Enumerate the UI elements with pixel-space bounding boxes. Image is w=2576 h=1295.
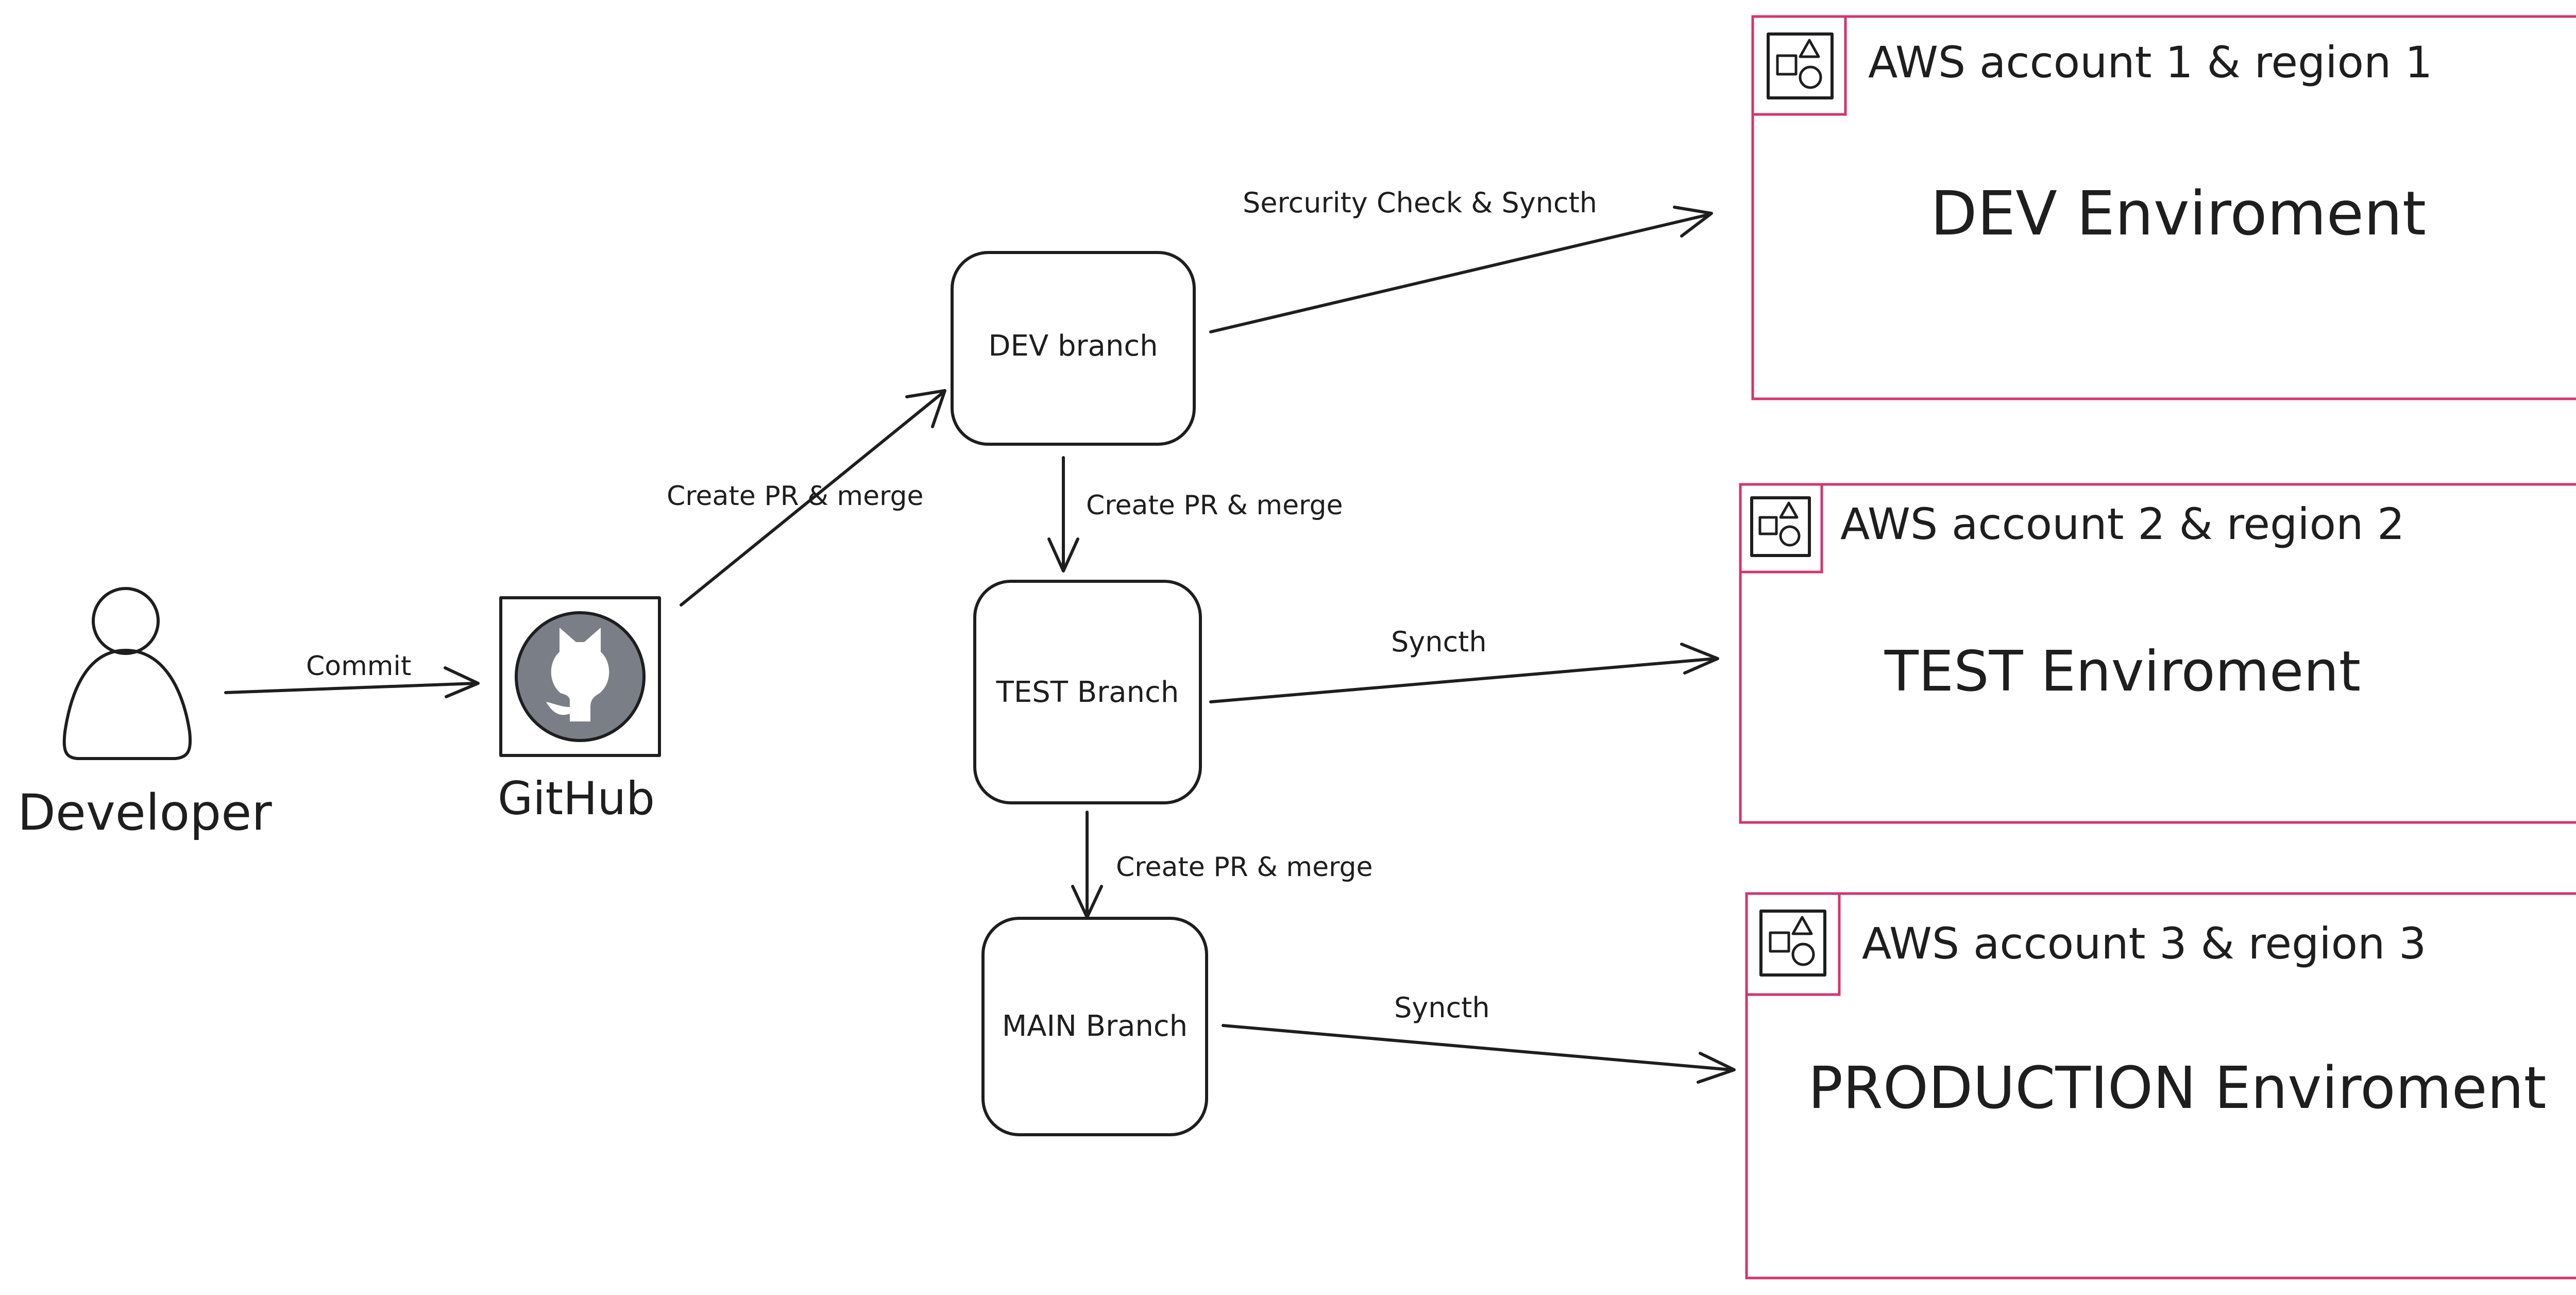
edge-dev-deploy: Sercurity Check & Syncth [1209,187,1713,333]
edge-label: Syncth [1391,626,1487,658]
test-branch-node: TEST Branch [973,580,1202,804]
edge-label: Sercurity Check & Syncth [1243,187,1597,219]
developer-node: Developer [18,587,272,842]
environment-account-label: AWS account 3 & region 3 [1862,918,2426,969]
environment-name-label: DEV Enviroment [1930,178,2426,249]
environment-dev: AWS account 1 & region 1 DEV Enviroment [1751,15,2576,400]
edge-label: Create PR & merge [667,481,924,512]
github-icon [515,611,646,742]
environment-account-label: AWS account 2 & region 2 [1840,499,2404,549]
edge-commit: Commit [224,651,480,698]
edge-github-to-dev: Create PR & merge [667,389,946,607]
environment-name-label: TEST Enviroment [1884,640,2361,704]
person-icon [62,587,192,760]
environment-account-label: AWS account 1 & region 1 [1868,37,2432,88]
environment-name-label: PRODUCTION Enviroment [1808,1055,2546,1122]
main-branch-label: MAIN Branch [1002,1010,1188,1043]
aws-account-icon [1767,32,1834,99]
edge-label: Create PR & merge [1116,852,1373,883]
dev-branch-node: DEV branch [951,251,1196,446]
edge-label: Commit [306,651,411,682]
edge-test-to-main: Create PR & merge [1071,811,1373,919]
test-branch-label: TEST Branch [996,676,1179,709]
edge-test-deploy: Syncth [1209,626,1719,703]
aws-account-icon [1759,910,1826,977]
environment-test: AWS account 2 & region 2 TEST Enviroment [1739,483,2576,824]
github-label: GitHub [498,772,655,825]
edge-label: Syncth [1394,991,1490,1024]
environment-production: AWS account 3 & region 3 PRODUCTION Envi… [1745,892,2576,1280]
dev-branch-label: DEV branch [988,329,1158,363]
main-branch-node: MAIN Branch [981,917,1208,1136]
edge-label: Create PR & merge [1086,490,1343,521]
developer-label: Developer [18,784,272,842]
aws-account-icon [1750,496,1811,557]
github-node: GitHub [498,596,661,825]
edge-main-deploy: Syncth [1222,991,1736,1084]
edge-dev-to-test: Create PR & merge [1047,456,1343,573]
